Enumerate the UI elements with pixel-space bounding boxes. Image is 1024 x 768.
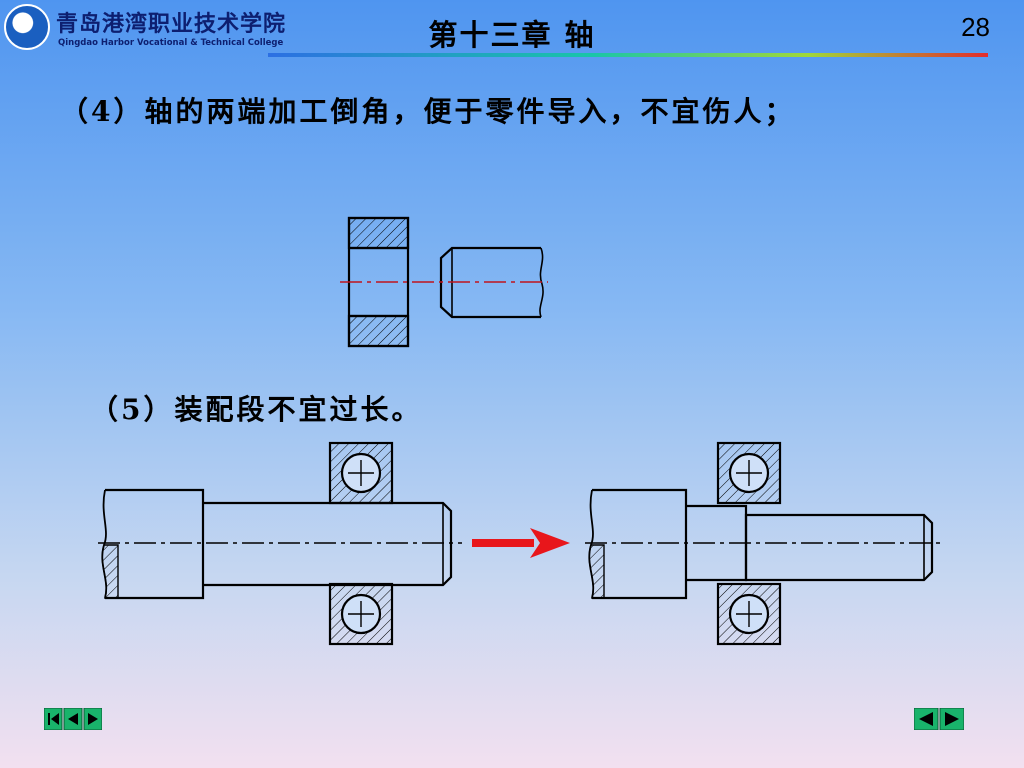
long-journal bbox=[203, 501, 453, 587]
next-icon[interactable] bbox=[83, 708, 102, 730]
logo-english-name: Qingdao Harbor Vocational & Technical Co… bbox=[58, 38, 284, 48]
transform-arrow-icon bbox=[472, 528, 570, 558]
reduced-shaft bbox=[744, 513, 934, 582]
short-fit-figure bbox=[585, 441, 945, 646]
shaft-shoulder-right bbox=[592, 488, 688, 600]
nav-left-group bbox=[44, 708, 102, 730]
slide-title: 第十三章 轴 bbox=[428, 18, 596, 52]
college-logo: 青岛港湾职业技术学院 Qingdao Harbor Vocational & T… bbox=[4, 4, 285, 52]
chamfer-figure bbox=[340, 216, 548, 348]
point-4-text: （4）轴的两端加工倒角，便于零件导入，不宜伤人； bbox=[60, 95, 796, 128]
hub-hatch-top bbox=[347, 216, 410, 250]
prev-icon[interactable] bbox=[914, 708, 939, 730]
hub-hatch-bottom bbox=[347, 314, 410, 348]
logo-emblem-icon bbox=[4, 4, 50, 50]
long-fit-figure bbox=[98, 441, 462, 646]
next-icon[interactable] bbox=[939, 708, 964, 730]
shaft-shoulder bbox=[105, 488, 205, 600]
first-icon[interactable] bbox=[44, 708, 63, 730]
logo-chinese-name: 青岛港湾职业技术学院 bbox=[56, 11, 287, 37]
nav-right-group bbox=[914, 708, 964, 730]
header-divider bbox=[268, 53, 988, 57]
prev-icon[interactable] bbox=[63, 708, 83, 730]
point-5-text: （5）装配段不宜过长。 bbox=[90, 393, 423, 426]
page-number: 28 bbox=[961, 12, 990, 42]
